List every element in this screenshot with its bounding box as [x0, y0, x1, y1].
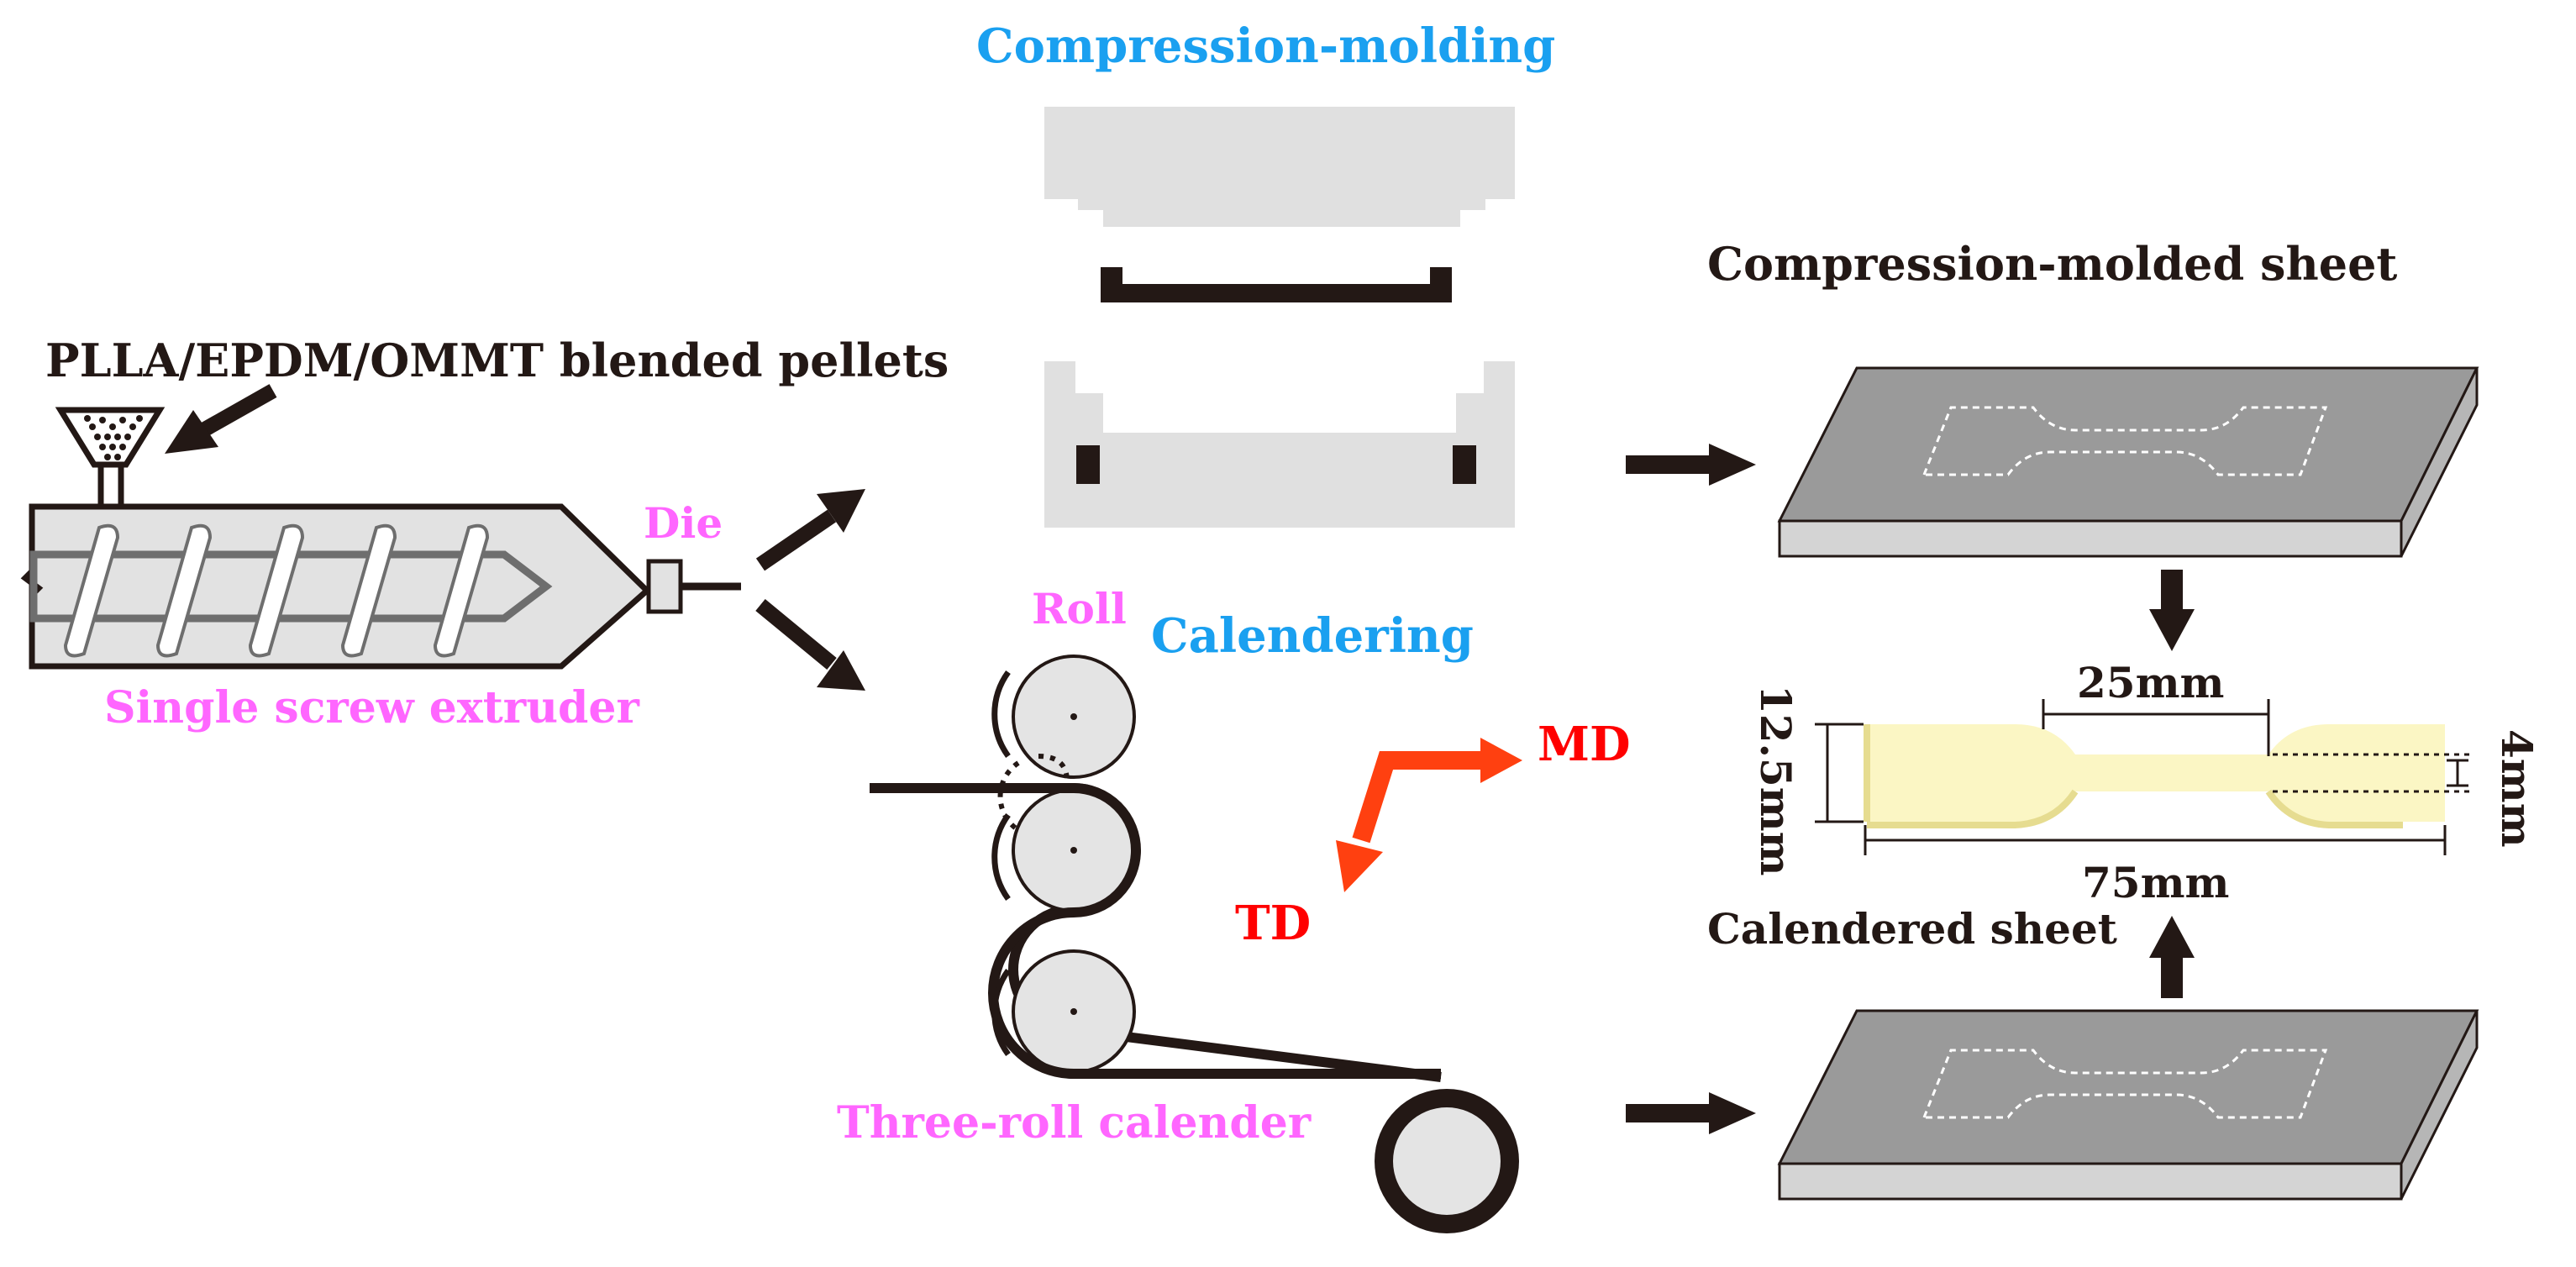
pellets — [84, 415, 143, 460]
upper-platen — [1044, 107, 1515, 227]
md-td-arrow — [1336, 738, 1522, 892]
lower-mold — [1044, 361, 1515, 528]
extruder-barrel — [29, 503, 652, 670]
screw-shaft — [29, 550, 553, 623]
compression-molded-sheet-drawing — [1777, 366, 2479, 558]
die-label: Die — [644, 498, 723, 548]
pellet-arrow — [165, 384, 277, 454]
width-end-label: 12.5mm — [1751, 685, 1801, 876]
arrow-to-calendered-sheet — [1626, 1092, 1756, 1134]
upper-punch — [1101, 267, 1452, 302]
arrow-up-to-specimen — [2149, 916, 2195, 998]
md-label: MD — [1538, 717, 1631, 772]
roll-label: Roll — [1032, 584, 1127, 634]
gauge-length-label: 25mm — [2077, 658, 2224, 707]
nip-dotted — [997, 760, 1020, 833]
screw-flights — [63, 523, 490, 658]
arrow-down-to-specimen — [2149, 570, 2195, 651]
td-label: TD — [1235, 896, 1311, 951]
mold-block-left — [1076, 445, 1100, 484]
calendering-label: Calendering — [1151, 608, 1474, 664]
split-arrow-down — [755, 599, 865, 691]
roll-guard — [991, 670, 1011, 759]
single-screw-extruder — [20, 407, 741, 670]
split-arrow-up — [755, 489, 865, 571]
three-roll-calender-label: Three-roll calender — [837, 1097, 1312, 1149]
die-block — [646, 559, 683, 614]
pellets-label: PLLA/EPDM/OMMT blended pellets — [45, 334, 949, 387]
roll-guard — [991, 968, 1011, 1057]
compression-mold — [1044, 107, 1515, 528]
compression-molded-sheet-label: Compression-molded sheet — [1707, 237, 2397, 291]
extruder-label: Single screw extruder — [104, 682, 639, 733]
roll-guard — [991, 812, 1011, 902]
nip-dotted — [1038, 754, 1070, 782]
compression-molding-label: Compression-molding — [976, 18, 1555, 74]
calendered-sheet-label: Calendered sheet — [1707, 904, 2117, 954]
width-gauge-label: 4mm — [2492, 729, 2542, 848]
arrow-to-molded-sheet — [1626, 444, 1756, 486]
three-roll-calender — [870, 655, 1519, 1233]
hopper-neck — [97, 461, 124, 510]
total-length-label: 75mm — [2082, 858, 2229, 907]
mold-block-right — [1453, 445, 1476, 484]
dumbbell-specimen — [1815, 699, 2470, 855]
calendered-sheet-drawing — [1777, 1009, 2479, 1201]
